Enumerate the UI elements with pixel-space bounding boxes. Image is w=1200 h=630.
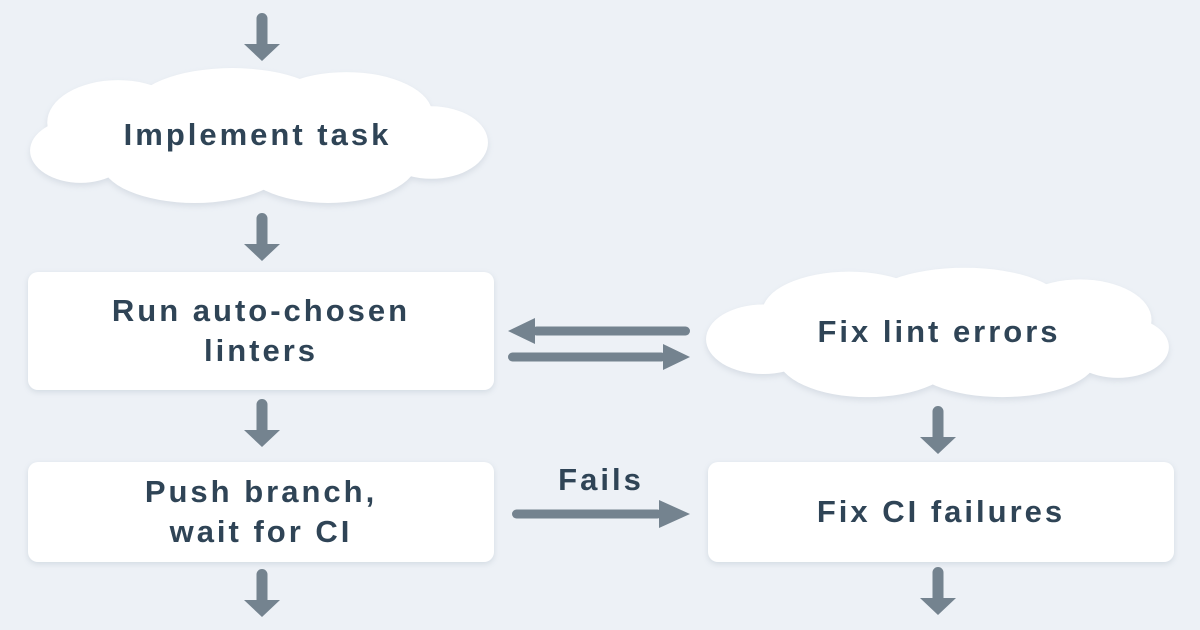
edge-label-fails: Fails (558, 462, 644, 497)
cloud-shape-icon (30, 68, 488, 203)
node-label: Implement task (123, 117, 392, 152)
arrow-right-fails-icon (512, 500, 690, 528)
node-label-line1: Push branch, (144, 474, 378, 509)
arrow-down-push-exit-icon (244, 569, 280, 617)
node-label-line2: wait for CI (169, 514, 353, 549)
node-push-branch: Push branch, wait for CI (28, 462, 494, 562)
cloud-shape-icon (706, 267, 1169, 398)
node-fix-ci-failures: Fix CI failures (708, 462, 1174, 562)
node-label-line2: linters (203, 333, 319, 368)
node-run-linters: Run auto-chosen linters (28, 272, 494, 390)
arrow-down-implement-to-linters-icon (244, 213, 280, 261)
node-implement-task: Implement task (25, 62, 490, 208)
arrow-down-fixlint-to-fixci-icon (920, 406, 956, 454)
node-label: Fix CI failures (816, 494, 1066, 529)
arrow-left-right-loop-icon (508, 318, 690, 370)
arrow-down-linters-to-push-icon (244, 399, 280, 447)
node-fix-lint-errors: Fix lint errors (704, 262, 1174, 402)
node-label: Fix lint errors (817, 314, 1061, 349)
arrow-down-entry-icon (244, 13, 280, 61)
node-label-line1: Run auto-chosen (111, 293, 411, 328)
arrow-down-fixci-exit-icon (920, 567, 956, 615)
